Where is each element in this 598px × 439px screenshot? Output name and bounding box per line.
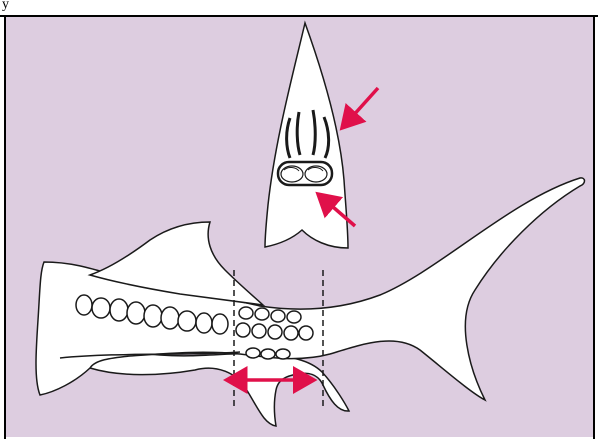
diagram-frame: y	[0, 0, 598, 439]
jaw-diagram	[0, 0, 598, 439]
